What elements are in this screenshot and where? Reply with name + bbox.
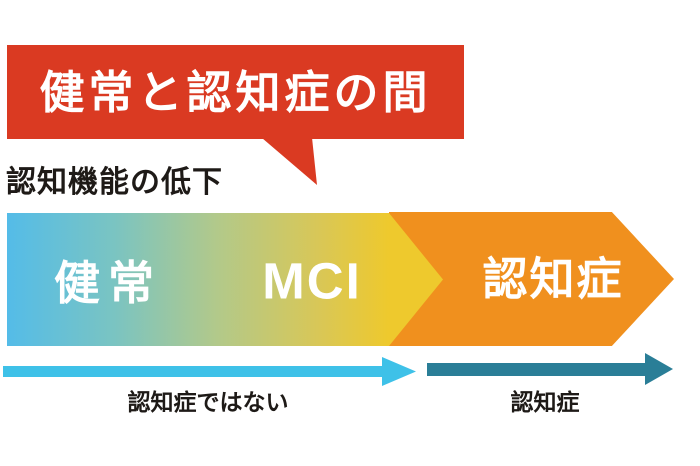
speech-bubble-tail: [262, 138, 317, 185]
dementia-arrow-head-icon: [645, 353, 673, 385]
section-heading: 認知機能の低下: [6, 166, 223, 199]
not-dementia-arrow-head-icon: [382, 357, 416, 386]
stage-label-healthy: 健常: [54, 257, 162, 309]
timeline-label-dementia: 認知症: [510, 389, 580, 415]
not-dementia-arrow-shaft: [3, 366, 383, 377]
stage-label-dementia: 認知症: [482, 253, 624, 305]
dementia-arrow-shaft: [427, 363, 648, 376]
stage-label-mci: MCI: [262, 252, 362, 310]
spectrum-gradient-band: [7, 213, 389, 346]
speech-bubble: 健常と認知症の間: [7, 45, 464, 139]
timeline-label-not-dementia: 認知症ではない: [127, 389, 289, 415]
speech-bubble-text: 健常と認知症の間: [39, 66, 432, 118]
